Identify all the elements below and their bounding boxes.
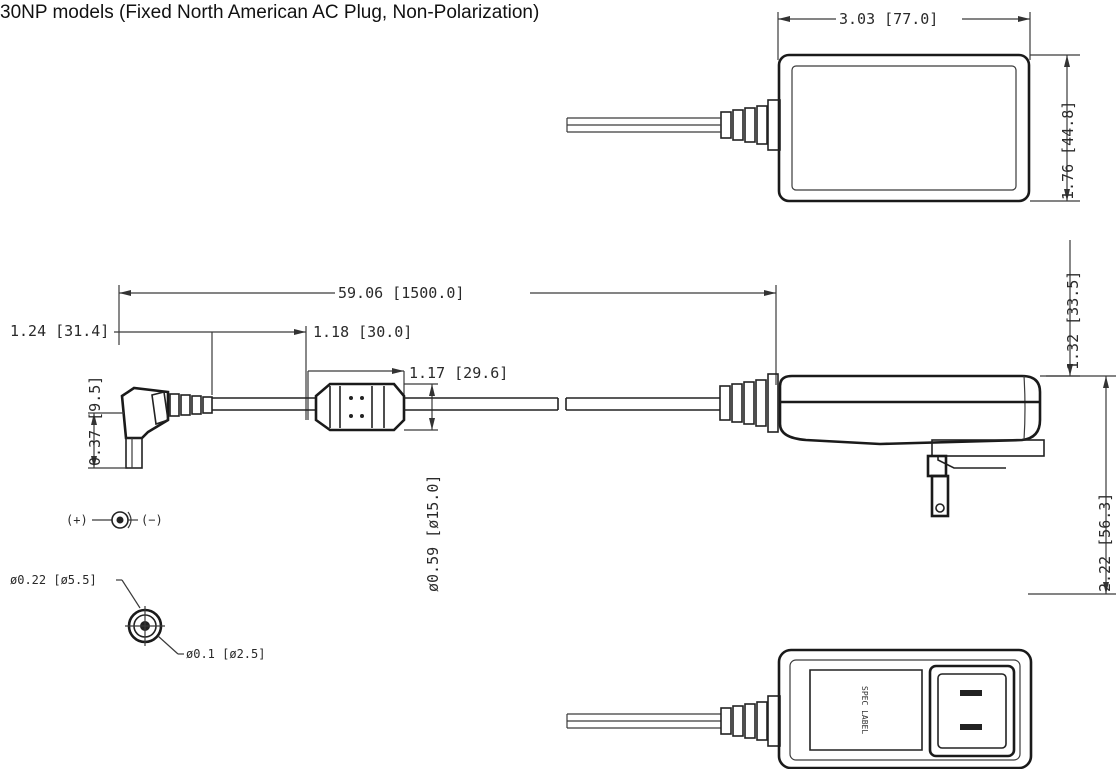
dim-top-height: 1.76 [44.8] <box>1059 101 1077 200</box>
dim-ferrite-length: 1.17 [29.6] <box>409 364 508 382</box>
spec-label: SPEC LABEL <box>860 686 869 734</box>
top-view: 3.03 [77.0] 1.76 [44.8] <box>566 10 1080 203</box>
dim-plug-inner: ø0.1 [ø2.5] <box>186 647 265 661</box>
dim-total-height: 2.22 [56.3] <box>1096 493 1114 592</box>
dim-body-height: 1.32 [33.5] <box>1064 271 1082 370</box>
polarity-symbol: (+) (−) <box>66 511 163 529</box>
dim-plug-outer: ø0.22 [ø5.5] <box>10 573 97 587</box>
dim-ferrite-position: 1.18 [30.0] <box>313 323 412 341</box>
plug-end-view: ø0.22 [ø5.5] ø0.1 [ø2.5] <box>10 573 265 661</box>
dim-plug-height: 0.37 [9.5] <box>86 376 104 466</box>
dim-cord-length: 59.06 [1500.0] <box>338 284 464 302</box>
polarity-negative: (−) <box>141 513 163 527</box>
dim-top-width: 3.03 [77.0] <box>839 10 938 28</box>
dim-ferrite-diameter: ø0.59 [ø15.0] <box>424 475 442 592</box>
diagram-caption: 30NP models (Fixed North American AC Plu… <box>0 2 540 23</box>
bottom-view: SPEC LABEL <box>566 648 1033 769</box>
polarity-positive: (+) <box>66 513 88 527</box>
dim-plug-offset: 1.24 [31.4] <box>10 322 109 340</box>
side-view: 59.06 [1500.0] 1.24 [31.4] 1.18 [30.0] 1… <box>10 240 1116 595</box>
